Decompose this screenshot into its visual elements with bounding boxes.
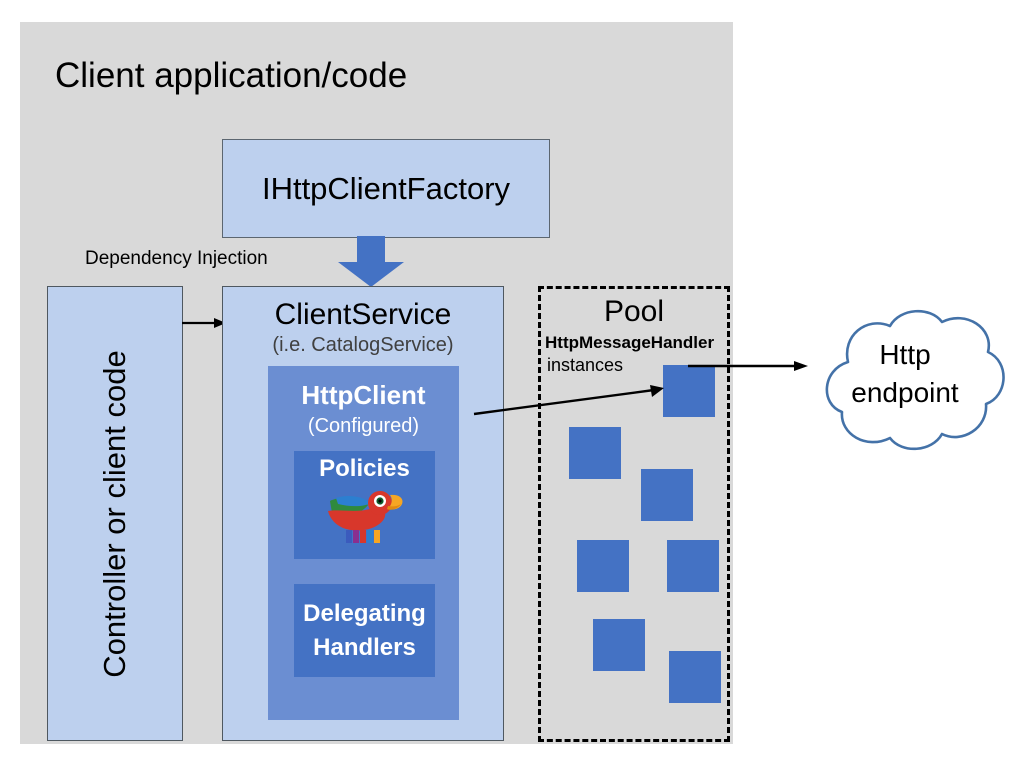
delegating-handlers-box[interactable]: Delegating Handlers: [294, 584, 435, 677]
controller-or-client-code-box[interactable]: Controller or client code: [47, 286, 183, 741]
handler-instance-3[interactable]: [641, 469, 693, 521]
clientservice-box[interactable]: ClientService (i.e. CatalogService) Http…: [222, 286, 504, 741]
httpclient-to-handler-arrow-icon: [473, 385, 664, 416]
dependency-injection-label: Dependency Injection: [85, 248, 268, 269]
down-arrow-icon: [338, 236, 404, 287]
handler-instance-7[interactable]: [669, 651, 721, 703]
http-endpoint-line2: endpoint: [851, 377, 959, 408]
controller-or-client-code-label: Controller or client code: [97, 349, 132, 678]
policies-box[interactable]: Policies: [294, 451, 435, 559]
policies-title: Policies: [319, 455, 410, 482]
handler-instance-6[interactable]: [593, 619, 645, 671]
polly-parrot-logo: [327, 491, 402, 543]
client-application-panel: Client application/code IHttpClientFacto…: [20, 22, 733, 744]
http-endpoint-label: Http endpoint: [812, 336, 998, 412]
clientservice-subtitle: (i.e. CatalogService): [272, 334, 454, 356]
delegating-handlers-line2: Handlers: [313, 633, 416, 661]
http-endpoint-line1: Http: [879, 339, 931, 370]
pool-subtitle-plain: instances: [547, 355, 624, 375]
handler-instance-4[interactable]: [577, 540, 629, 592]
handler-instance-1[interactable]: [663, 365, 715, 417]
httpclient-title: HttpClient: [301, 380, 426, 410]
httpclient-box[interactable]: HttpClient (Configured) Policies: [268, 366, 459, 720]
clientservice-title: ClientService: [274, 298, 452, 331]
httpclient-subtitle: (Configured): [307, 415, 420, 437]
handler-instance-5[interactable]: [667, 540, 719, 592]
client-application-title: Client application/code: [55, 56, 408, 95]
pool-box[interactable]: Pool HttpMessageHandler instances: [538, 286, 730, 742]
pool-title: Pool: [603, 295, 665, 328]
handler-to-endpoint-arrow-icon: [688, 361, 808, 371]
ihttpclientfactory-label: IHttpClientFactory: [261, 170, 511, 206]
pool-subtitle-bold: HttpMessageHandler: [545, 333, 715, 352]
handler-instance-2[interactable]: [569, 427, 621, 479]
delegating-handlers-line1: Delegating: [303, 599, 426, 627]
right-arrow-icon: [182, 318, 226, 328]
ihttpclientfactory-box[interactable]: IHttpClientFactory: [222, 139, 550, 238]
http-endpoint-cloud-icon: [825, 309, 1005, 451]
